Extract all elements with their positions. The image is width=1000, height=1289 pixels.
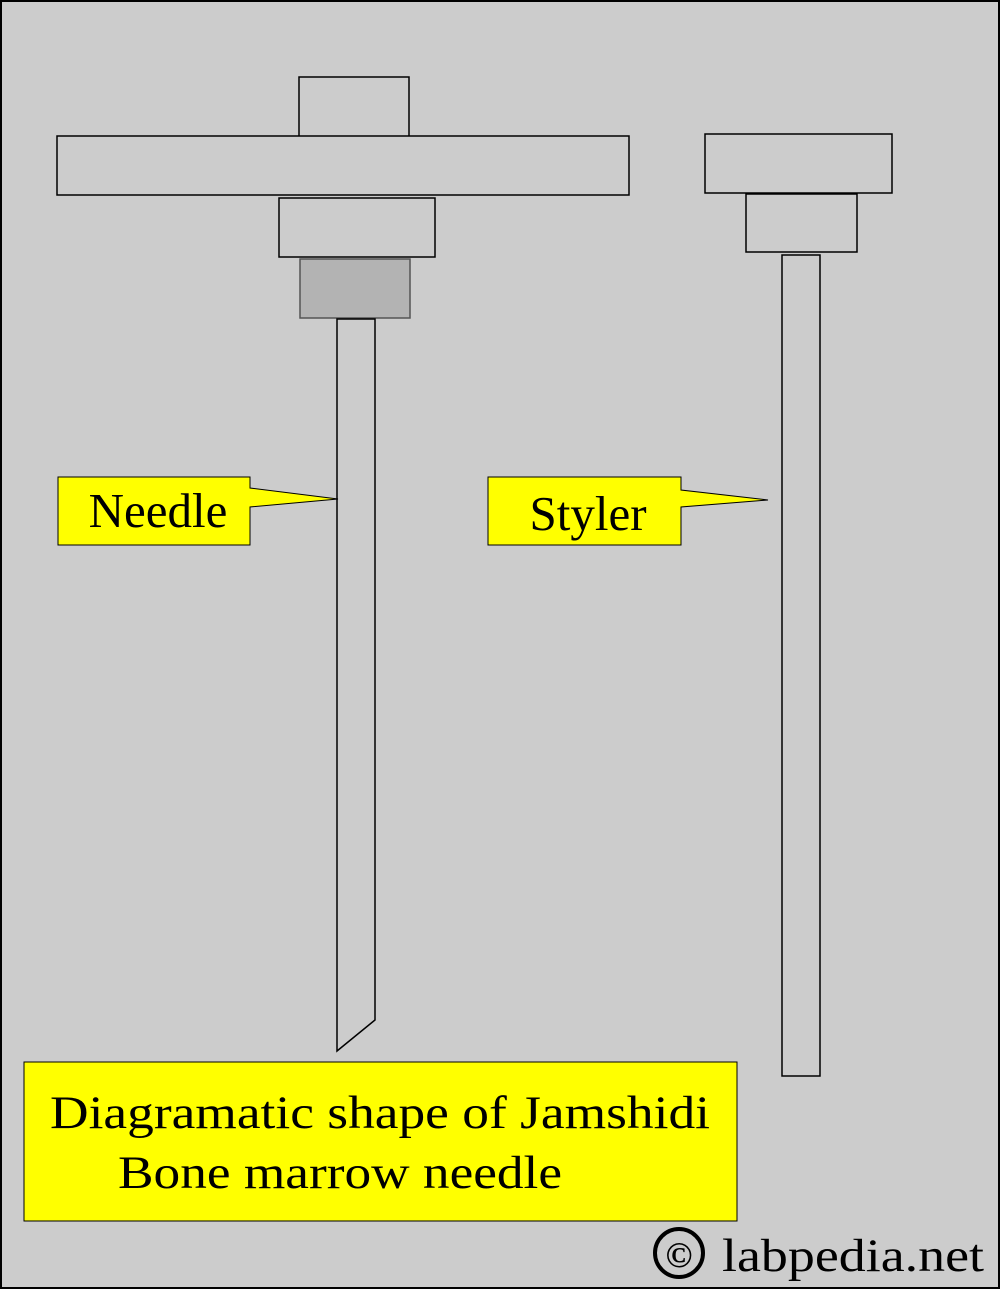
copyright-icon bbox=[653, 1227, 705, 1279]
styler-assembly bbox=[704, 133, 893, 1077]
needle-label: Needle bbox=[89, 483, 228, 538]
needle-cap bbox=[298, 76, 410, 138]
caption-background bbox=[23, 1061, 738, 1222]
styler-collar bbox=[745, 193, 858, 253]
watermark: © labpedia.net bbox=[653, 1227, 984, 1282]
needle-collar bbox=[278, 197, 436, 258]
watermark-text: labpedia.net bbox=[722, 1230, 984, 1282]
caption-box: Diagramatic shape of Jamshidi Bone marro… bbox=[23, 1061, 738, 1222]
needle-assembly bbox=[56, 76, 630, 1053]
needle-hub bbox=[299, 258, 411, 319]
caption-line-1: Diagramatic shape of Jamshidi bbox=[50, 1087, 710, 1139]
needle-callout: Needle bbox=[57, 476, 339, 546]
copyright-symbol: © bbox=[666, 1235, 693, 1275]
styler-shaft bbox=[781, 254, 821, 1077]
styler-cap bbox=[704, 133, 893, 194]
caption-line-2: Bone marrow needle bbox=[118, 1147, 562, 1199]
needle-shaft bbox=[336, 318, 376, 1053]
styler-callout-box bbox=[487, 476, 769, 546]
styler-label: Styler bbox=[529, 486, 646, 541]
needle-callout-box bbox=[57, 476, 339, 546]
needle-handle-bar bbox=[56, 135, 630, 196]
styler-callout: Styler bbox=[487, 476, 769, 546]
